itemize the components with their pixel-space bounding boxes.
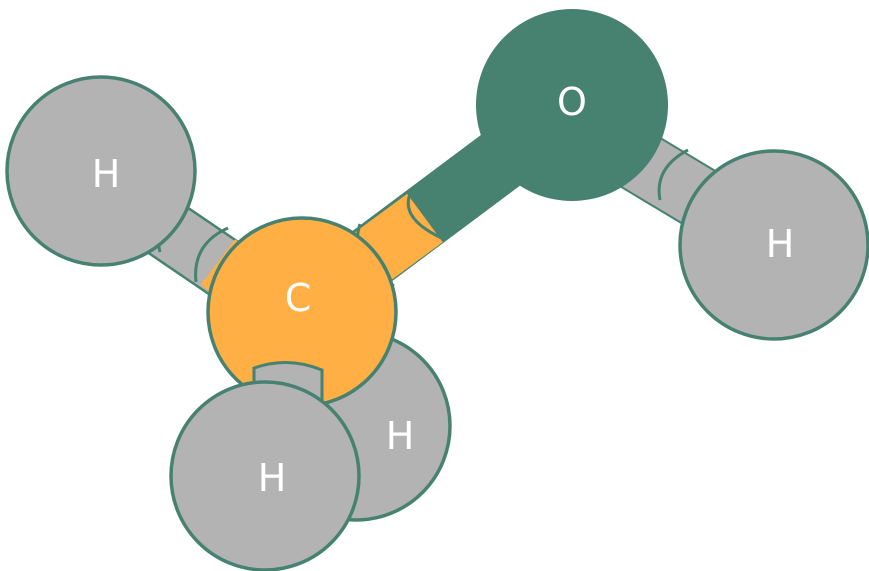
atom-hydrogen-front: H [169,380,361,571]
atom-label: O [557,80,587,124]
atom-oxygen: O [476,9,668,201]
atom-hydrogen-right: H [678,149,869,341]
atom-label: H [92,152,121,196]
atom-hydrogen-upper-left: H [5,75,197,267]
atom-label: H [258,456,287,500]
atom-label: C [285,276,312,320]
atom-label: H [766,222,795,266]
atom-label: H [386,414,415,458]
